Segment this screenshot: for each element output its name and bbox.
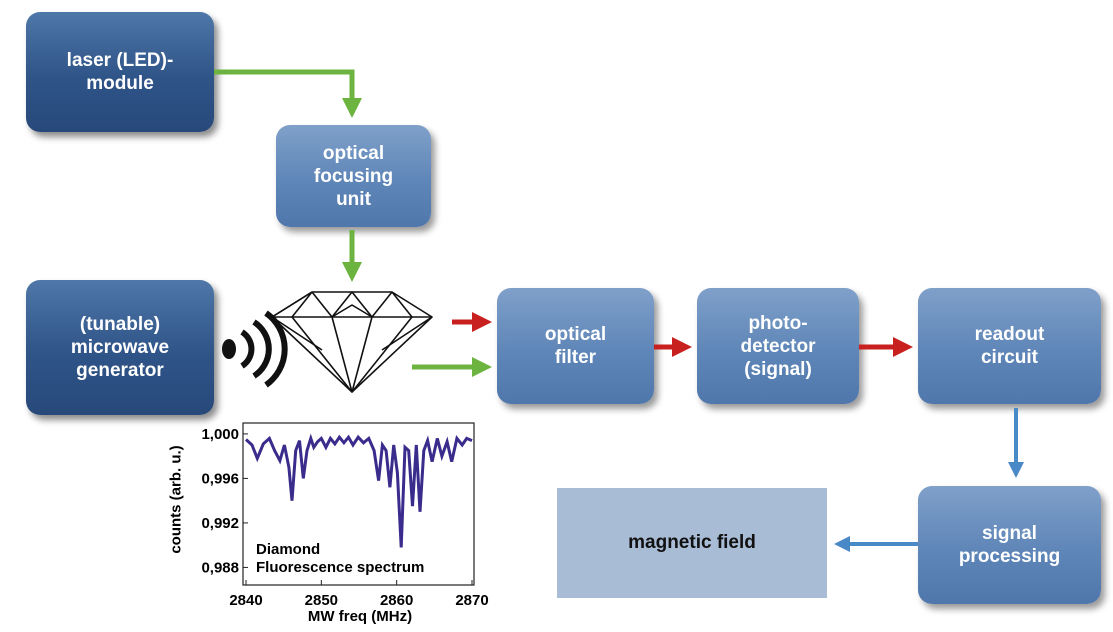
x-tick-label: 2840 <box>229 592 262 609</box>
y-tick-label: 0,992 <box>201 515 239 532</box>
y-tick-label: 1,000 <box>201 426 239 443</box>
magnetic-field-output-box: magnetic field <box>557 488 827 598</box>
arrow-laser-to-focus <box>214 69 362 118</box>
y-tick-label: 0,988 <box>201 559 239 576</box>
optical-focusing-unit-box: optical focusing unit <box>276 125 431 227</box>
signal-processing-box: signal processing <box>918 486 1101 604</box>
x-tick-label: 2870 <box>455 592 488 609</box>
readout-circuit-box: readout circuit <box>918 288 1101 404</box>
laser-module-box: laser (LED)- module <box>26 12 214 132</box>
chart-title: Diamond Fluorescence spectrum <box>256 541 425 576</box>
microwave-waves-icon <box>222 310 288 388</box>
x-tick-label: 2850 <box>305 592 338 609</box>
diamond-icon <box>271 291 433 393</box>
x-axis-label: MW freq (MHz) <box>307 608 413 625</box>
optical-filter-box: optical filter <box>497 288 654 404</box>
x-tick-label: 2860 <box>380 592 413 609</box>
y-axis-label: counts (arb. u.) <box>167 445 185 554</box>
microwave-generator-box: (tunable) microwave generator <box>26 280 214 415</box>
photodetector-box: photo- detector (signal) <box>697 288 859 404</box>
y-tick-label: 0,996 <box>201 470 239 487</box>
spectrum-series-line <box>244 433 473 548</box>
